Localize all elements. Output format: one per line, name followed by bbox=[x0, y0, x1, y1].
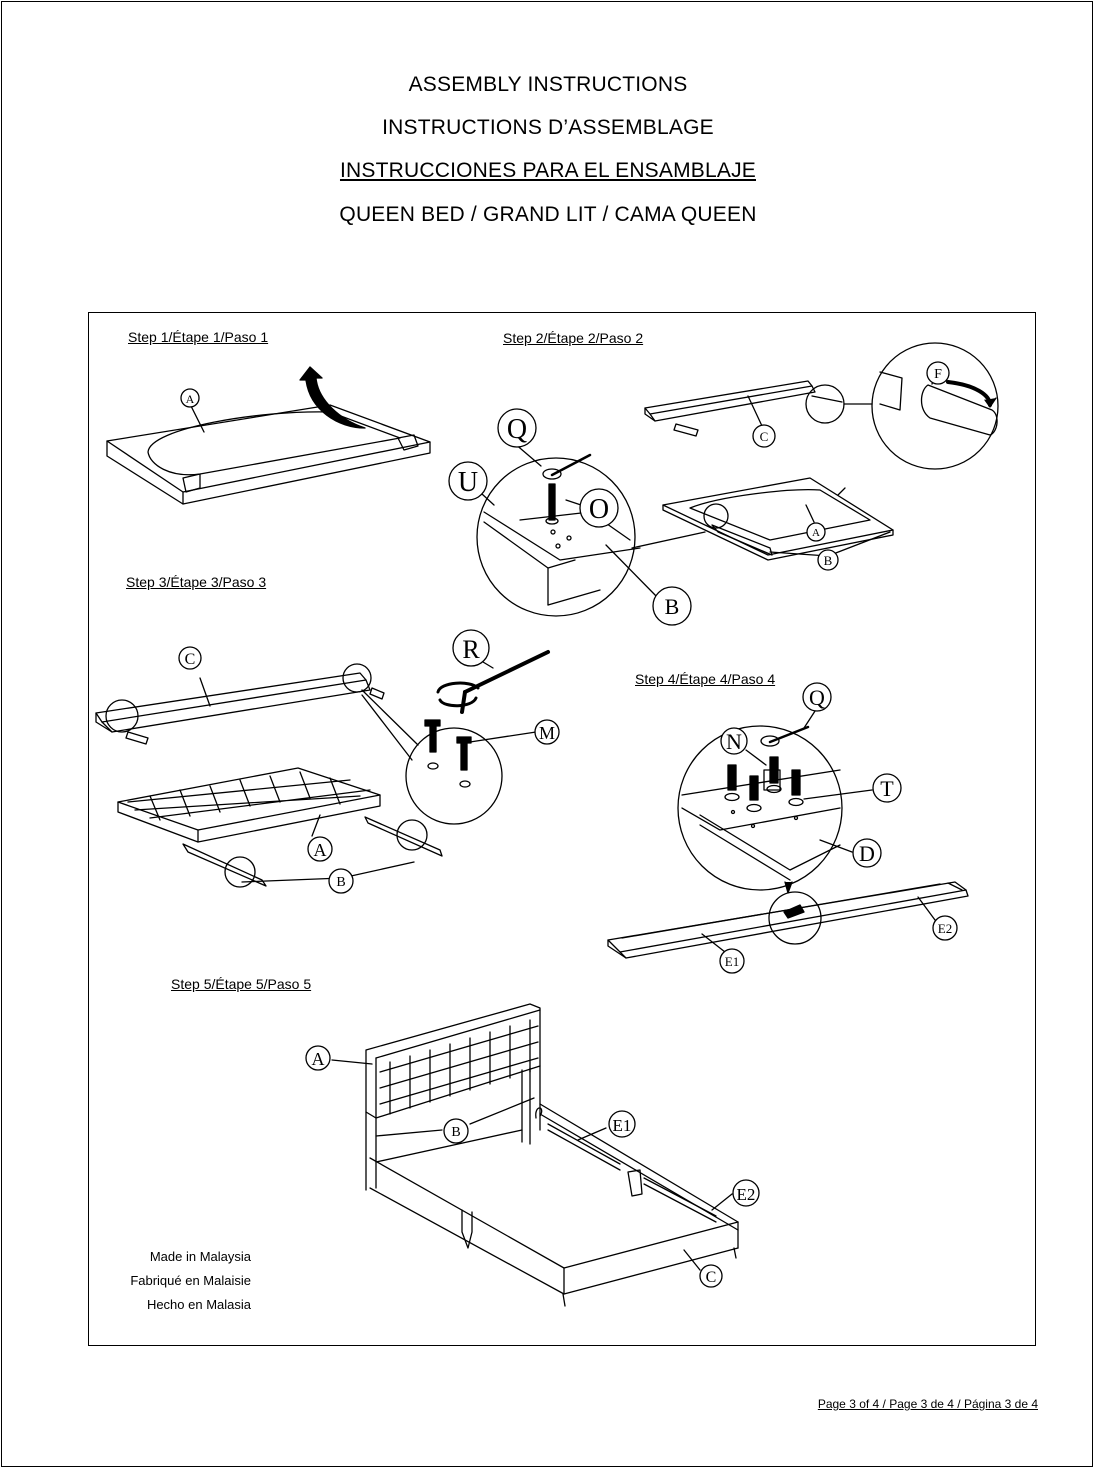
title-english: ASSEMBLY INSTRUCTIONS bbox=[408, 73, 688, 96]
step-4-label: Step 4/Étape 4/Paso 4 bbox=[635, 671, 776, 687]
callout-c: C bbox=[760, 429, 769, 444]
product-name: QUEEN BED / GRAND LIT / CAMA QUEEN bbox=[339, 203, 757, 226]
step2-leg-zoom-circle bbox=[871, 342, 999, 470]
step2-zoom-detail bbox=[483, 453, 641, 606]
instructions-frame bbox=[88, 312, 1036, 1346]
callout-c: C bbox=[706, 1269, 717, 1286]
callout-n: N bbox=[726, 729, 742, 754]
callout-o: O bbox=[589, 494, 609, 525]
callout-c: C bbox=[185, 651, 196, 668]
callout-m: M bbox=[539, 723, 555, 743]
callout-e1: E1 bbox=[613, 1116, 632, 1135]
step3-rail-c-drawing bbox=[95, 663, 385, 745]
callout-q: Q bbox=[507, 414, 527, 445]
callout-a: A bbox=[186, 392, 195, 406]
step2-bolt-zoom-circle bbox=[476, 457, 636, 617]
page-number-footer: Page 3 of 4 / Page 3 de 4 / Página 3 de … bbox=[817, 1397, 1038, 1411]
callout-a: A bbox=[312, 1049, 325, 1069]
step3-headboard-drawing bbox=[117, 767, 443, 888]
callout-b: B bbox=[451, 1125, 460, 1140]
callout-q: Q bbox=[809, 685, 825, 710]
step-3-label: Step 3/Étape 3/Paso 3 bbox=[126, 574, 267, 590]
title-spanish: INSTRUCCIONES PARA EL ENSAMBLAJE bbox=[339, 159, 756, 182]
step-5-label: Step 5/Étape 5/Paso 5 bbox=[171, 976, 312, 992]
callout-e2: E2 bbox=[737, 1185, 756, 1204]
callout-circles bbox=[178, 361, 958, 1288]
callout-e1: E1 bbox=[725, 954, 739, 969]
leg-f-drawing bbox=[879, 371, 998, 436]
origin-spanish: Hecho en Malasia bbox=[146, 1297, 251, 1312]
step5-bed-drawing bbox=[365, 1003, 739, 1307]
callout-letters: A Q U O B A B C F C R M A B Q N T D E2 E… bbox=[185, 367, 953, 1286]
step1-headboard-drawing bbox=[106, 366, 431, 505]
callout-f: F bbox=[934, 367, 942, 382]
step2-rail-zoom-circle bbox=[805, 384, 845, 424]
step-2-label: Step 2/Étape 2/Paso 2 bbox=[503, 330, 644, 346]
step4-zoom-detail bbox=[681, 725, 841, 881]
origin-french: Fabriqué en Malaisie bbox=[130, 1273, 251, 1288]
callout-r: R bbox=[462, 635, 480, 664]
callout-b: B bbox=[336, 875, 345, 890]
step2-headboard-drawing bbox=[662, 477, 894, 561]
step4-bolt-zoom-circle bbox=[677, 725, 843, 891]
step4-rails-drawing bbox=[607, 881, 969, 959]
callout-a: A bbox=[314, 840, 327, 860]
callout-a: A bbox=[812, 527, 820, 539]
step-1-label: Step 1/Étape 1/Paso 1 bbox=[128, 329, 269, 345]
callout-b: B bbox=[665, 594, 680, 619]
origin-english: Made in Malaysia bbox=[149, 1249, 251, 1264]
allen-key-r-drawing bbox=[436, 650, 550, 714]
callout-u: U bbox=[458, 467, 478, 498]
callout-d: D bbox=[859, 841, 875, 866]
callout-e2: E2 bbox=[938, 921, 952, 936]
step3-bolt-zoom-circle bbox=[405, 727, 503, 825]
step3-zoom-detail bbox=[424, 719, 472, 788]
callout-b: B bbox=[824, 553, 833, 568]
title-french: INSTRUCTIONS D’ASSEMBLAGE bbox=[382, 116, 714, 139]
callout-t: T bbox=[880, 776, 894, 801]
